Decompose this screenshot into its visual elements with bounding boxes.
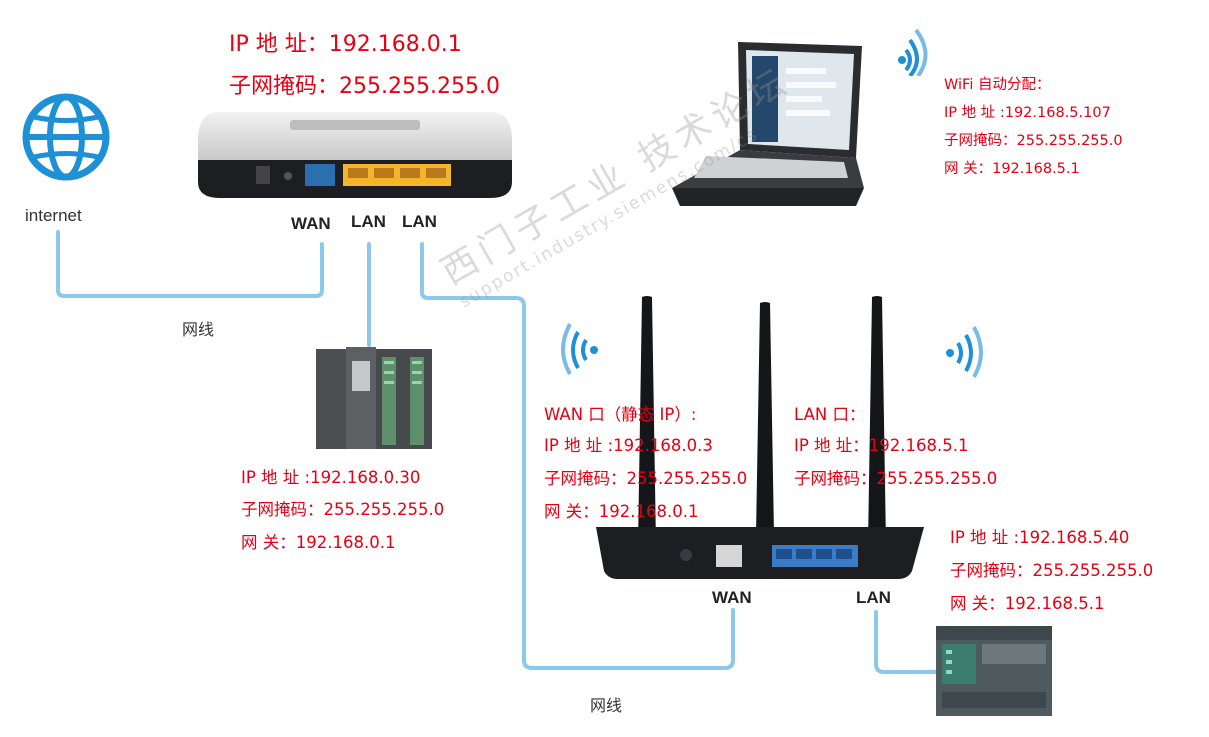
wifi-router-lan-mask: 子网掩码：255.255.255.0 <box>794 469 998 488</box>
main-router-lan2-port-label: LAN <box>402 212 437 231</box>
main-router-mask: 子网掩码：255.255.255.0 <box>229 74 500 99</box>
cable-label-bottom: 网线 <box>590 696 623 715</box>
main-router-lan1-port-label: LAN <box>351 212 386 231</box>
wifi-router-wan-title: WAN 口（静态 IP）: <box>544 405 697 424</box>
plc-s7300 <box>316 347 432 449</box>
laptop-mask: 子网掩码：255.255.255.0 <box>944 133 1123 149</box>
internet-globe-icon <box>22 93 110 181</box>
internet-label: internet <box>25 206 82 225</box>
wifi-router-lan-title: LAN 口： <box>794 405 866 424</box>
laptop-ip: IP 地 址 :192.168.5.107 <box>944 105 1111 121</box>
s71200-ip: IP 地 址 :192.168.5.40 <box>950 528 1130 547</box>
wifi-router-lan-ip: IP 地 址：192.168.5.1 <box>794 436 969 455</box>
laptop <box>672 42 864 206</box>
s7300-gateway: 网 关：192.168.0.1 <box>241 533 396 552</box>
wifi-router-wan-port-label: WAN <box>712 588 752 607</box>
wifi-router-wan-gateway: 网 关：192.168.0.1 <box>544 502 699 521</box>
s71200-mask: 子网掩码：255.255.255.0 <box>950 561 1154 580</box>
wifi-router-lan-port-label: LAN <box>856 588 891 607</box>
wifi-router <box>596 296 924 579</box>
laptop-gateway: 网 关：192.168.5.1 <box>944 161 1080 177</box>
cable-label-top: 网线 <box>182 320 215 339</box>
cable-wifi-lan-to-s71200 <box>874 610 938 674</box>
s71200-gateway: 网 关：192.168.5.1 <box>950 594 1105 613</box>
s7300-ip: IP 地 址 :192.168.0.30 <box>241 468 421 487</box>
laptop-wifi-icon <box>898 28 928 76</box>
main-router <box>198 112 512 198</box>
wifi-router-left-signal-icon <box>561 323 598 376</box>
plc-s71200 <box>936 626 1052 716</box>
main-router-ip: IP 地 址：192.168.0.1 <box>229 32 462 57</box>
wifi-router-wan-mask: 子网掩码：255.255.255.0 <box>544 469 748 488</box>
laptop-wifi-title: WiFi 自动分配： <box>944 77 1051 93</box>
main-router-wan-port-label: WAN <box>291 214 331 233</box>
wifi-router-wan-ip: IP 地 址 :192.168.0.3 <box>544 436 713 455</box>
s7300-mask: 子网掩码：255.255.255.0 <box>241 500 445 519</box>
wifi-router-right-signal-icon <box>946 326 983 379</box>
cable-internet-to-wan <box>56 230 324 298</box>
cable-lan-to-wifi-router-wan <box>420 242 735 670</box>
